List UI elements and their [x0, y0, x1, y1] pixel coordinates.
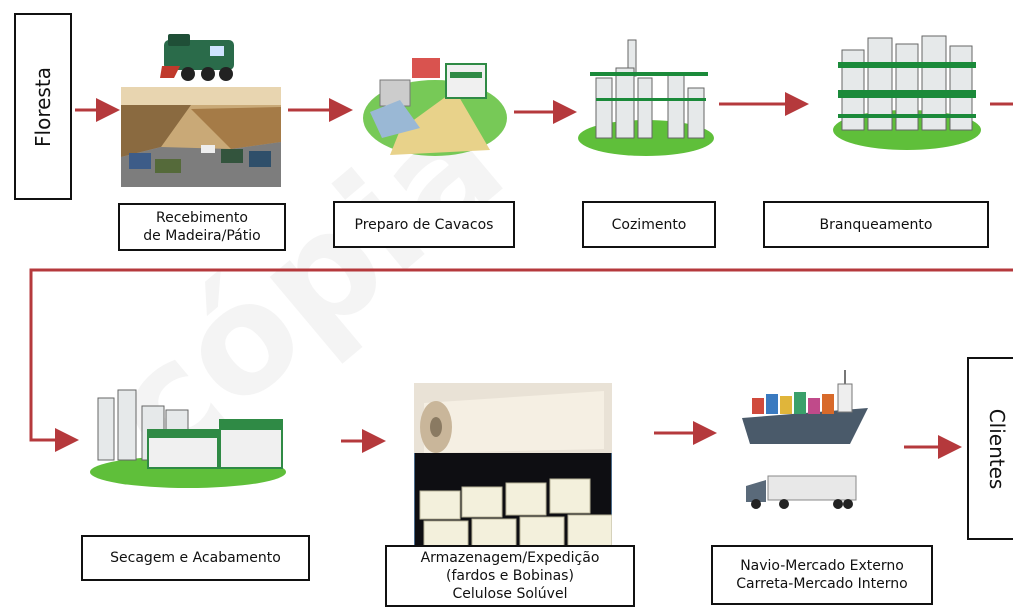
step-box-preparo-cavacos: Preparo de Cavacos: [333, 201, 515, 248]
cargo-ship-image: [742, 370, 868, 444]
step-label-line: Celulose Solúvel: [452, 586, 568, 602]
step-label-line: Navio-Mercado Externo: [740, 558, 904, 574]
step-label-line: Cozimento: [611, 216, 687, 233]
step-box-cozimento: Cozimento: [582, 201, 716, 248]
clientes-label: Clientes: [985, 408, 1009, 489]
drying-plant-image: [90, 389, 286, 488]
step-box-secagem: Secagem e Acabamento: [81, 535, 310, 581]
floresta-box: Floresta: [14, 13, 72, 200]
step-label-line: Armazenagem/Expedição: [420, 550, 600, 566]
step-label-line: Carreta-Mercado Interno: [736, 576, 908, 592]
cooking-digester-image: [578, 39, 714, 156]
step-box-navio-carreta: Navio-Mercado Externo Carreta-Mercado In…: [711, 545, 933, 605]
log-yard-image: [121, 87, 281, 187]
step-label-line: Secagem e Acabamento: [110, 550, 281, 566]
clientes-box: Clientes: [967, 357, 1013, 540]
pulp-bales-image: [414, 383, 612, 551]
truck-icon: [746, 475, 857, 509]
step-box-branqueamento: Branqueamento: [763, 201, 989, 248]
step-label-line: Branqueamento: [819, 216, 933, 233]
floresta-label: Floresta: [31, 66, 55, 147]
return-connector: [29, 268, 1013, 452]
step-box-recebimento: Recebimento de Madeira/Pátio: [118, 203, 286, 251]
step-label-line: Preparo de Cavacos: [354, 216, 494, 233]
chip-preparation-image: [363, 58, 507, 156]
step-label-line: de Madeira/Pátio: [143, 228, 261, 244]
bleaching-plant-image: [833, 35, 981, 150]
train-icon: [160, 34, 234, 81]
step-label-line: (fardos e Bobinas): [446, 568, 574, 584]
step-label-line: Recebimento: [156, 210, 248, 226]
step-box-armazenagem: Armazenagem/Expedição (fardos e Bobinas)…: [385, 545, 635, 607]
